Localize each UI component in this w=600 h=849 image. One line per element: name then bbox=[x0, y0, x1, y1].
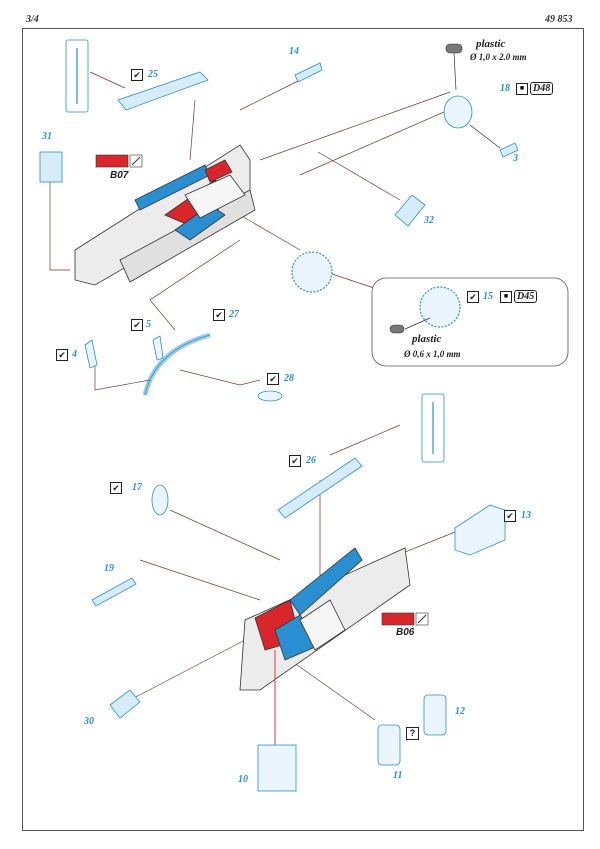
plastic-label-top: plastic bbox=[476, 38, 506, 50]
part-11-label: 11 bbox=[393, 770, 403, 781]
part-15-label: 15 bbox=[483, 291, 493, 302]
part-28-label: 28 bbox=[284, 373, 294, 384]
unknown-mark: ? bbox=[406, 727, 419, 740]
part-10-label: 10 bbox=[238, 774, 248, 785]
plastic-label-mid: plastic bbox=[412, 333, 442, 345]
plastic-size-top: Ø 1,0 x 2.0 mm bbox=[470, 52, 527, 62]
check-icon: ✔ bbox=[467, 291, 479, 303]
check-icon: ✔ bbox=[289, 455, 301, 467]
part-14-label: 14 bbox=[289, 46, 299, 57]
part-17-label: 17 bbox=[132, 482, 142, 493]
part-32-label: 32 bbox=[424, 215, 434, 226]
part-5-label: 5 bbox=[146, 319, 151, 330]
check-icon: ✔ bbox=[504, 510, 516, 522]
part-19-label: 19 bbox=[104, 563, 114, 574]
part-13-label: 13 bbox=[521, 510, 531, 521]
part-31-label: 31 bbox=[42, 131, 52, 142]
check-icon: ✔ bbox=[267, 373, 279, 385]
tag-d48: D48 bbox=[530, 82, 554, 95]
paint-code-b07: B07 bbox=[110, 170, 129, 181]
check-icon: ✔ bbox=[110, 482, 122, 494]
part-27-label: 27 bbox=[229, 309, 239, 320]
check-icon: ✔ bbox=[213, 309, 225, 321]
page-number: 3/4 bbox=[26, 14, 39, 25]
part-3-label: 3 bbox=[513, 153, 518, 164]
paint-code-b06: B06 bbox=[396, 627, 415, 638]
tag-d45: D45 bbox=[514, 290, 538, 303]
part-4-label: 4 bbox=[72, 349, 77, 360]
plastic-size-mid: Ø 0,6 x 1,0 mm bbox=[404, 349, 461, 359]
part-12-label: 12 bbox=[455, 706, 465, 717]
part-30-label: 30 bbox=[84, 716, 94, 727]
leader-14 bbox=[239, 79, 301, 111]
page-frame bbox=[22, 28, 584, 831]
part-18-label: 18 bbox=[500, 83, 510, 94]
check-icon: ✔ bbox=[131, 319, 143, 331]
check-icon: ✔ bbox=[131, 69, 143, 81]
check-icon: ✔ bbox=[56, 349, 68, 361]
resin-icon: ■ bbox=[500, 291, 512, 303]
product-code: 49 853 bbox=[545, 14, 573, 25]
part-26-label: 26 bbox=[306, 455, 316, 466]
resin-icon: ■ bbox=[516, 83, 528, 95]
part-25-label: 25 bbox=[148, 69, 158, 80]
